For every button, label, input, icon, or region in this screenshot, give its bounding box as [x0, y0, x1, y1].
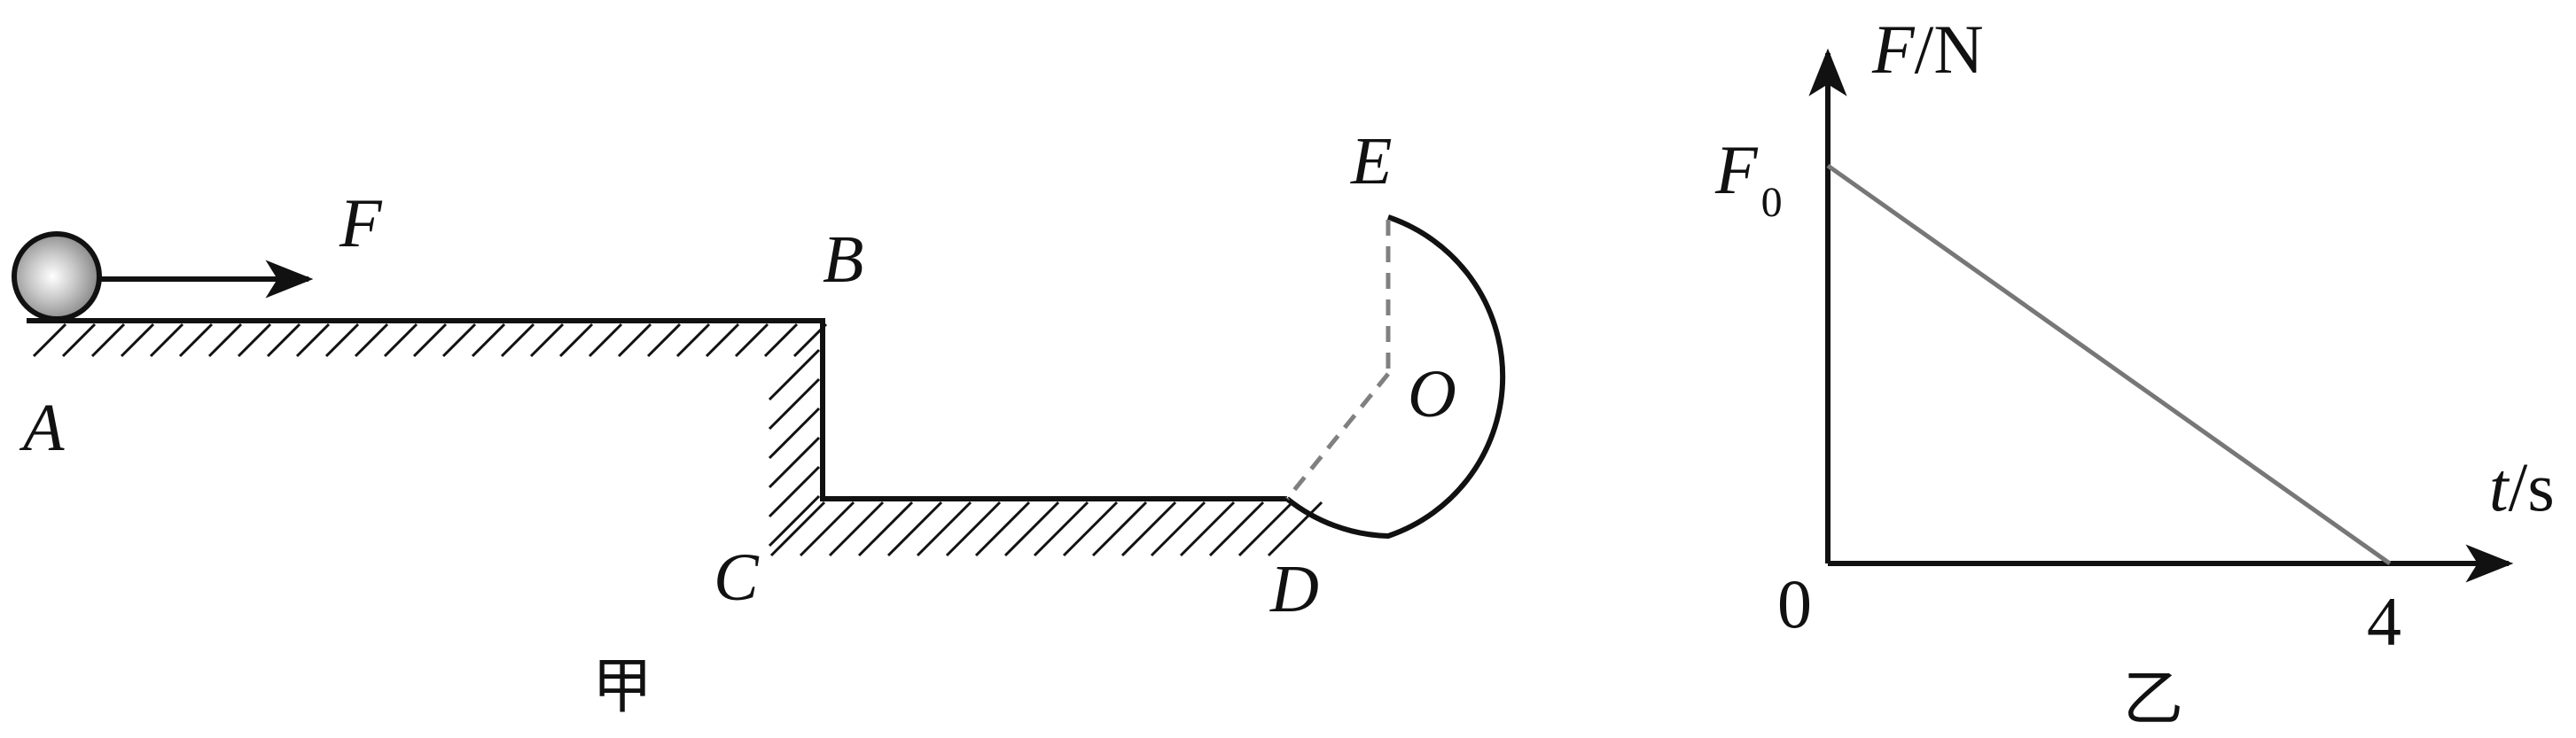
ball [12, 231, 102, 322]
hatch-stroke [558, 322, 594, 358]
hatch-stroke [1091, 501, 1148, 557]
circular-track-de [1285, 214, 1506, 540]
y-tick-f0: F0 [1714, 131, 1783, 226]
point-label-a: A [19, 391, 65, 465]
figure-jia: F A B C D E O 甲 [12, 124, 1506, 722]
hatch-stroke [266, 322, 301, 358]
hatch-stroke [1208, 501, 1265, 557]
wall-hatch-bc [768, 348, 821, 548]
hatch-stroke [354, 322, 389, 358]
hatch-stroke [768, 436, 821, 489]
point-label-e: E [1350, 124, 1392, 198]
hatch-stroke [207, 322, 243, 358]
hatch-stroke [675, 322, 711, 358]
hatch-stroke [763, 322, 799, 358]
hatch-stroke [149, 322, 184, 358]
hatch-stroke [441, 322, 477, 358]
hatch-stroke [1267, 501, 1323, 557]
hatch-stroke [769, 501, 826, 557]
track-abcd [27, 318, 1287, 501]
point-label-c: C [714, 540, 760, 615]
radius-od-dashed [1285, 372, 1390, 501]
point-label-d: D [1269, 552, 1319, 626]
hatch-stroke [61, 322, 97, 358]
y-axis-label: F/N [1871, 11, 1984, 88]
point-label-o: O [1408, 357, 1456, 431]
hatch-stroke [500, 322, 535, 358]
hatch-stroke [916, 501, 972, 557]
hatch-stroke [886, 501, 943, 557]
series-line-f-vs-t [1826, 163, 2392, 566]
origin-label: 0 [1777, 565, 1812, 642]
hatch-stroke [974, 501, 1031, 557]
hatch-stroke [705, 322, 740, 358]
hatch-stroke [1237, 501, 1294, 557]
hatch-stroke [768, 377, 821, 431]
hatch-stroke [120, 322, 155, 358]
hatch-stroke [588, 322, 623, 358]
hatch-stroke [799, 501, 855, 557]
hatch-stroke [828, 501, 885, 557]
hatch-stroke [529, 322, 565, 358]
point-label-b: B [823, 222, 863, 297]
hatch-stroke [945, 501, 1002, 557]
hatch-stroke [1179, 501, 1236, 557]
force-label: F [339, 184, 383, 261]
hatch-stroke [1062, 501, 1119, 557]
x-tick-4: 4 [2367, 583, 2401, 660]
hatch-stroke [1003, 501, 1060, 557]
hatch-stroke [646, 322, 682, 358]
hatch-stroke [90, 322, 126, 358]
hatch-stroke [1150, 501, 1206, 557]
caption-jia: 甲 [592, 652, 652, 722]
hatch-stroke [857, 501, 914, 557]
caption-yi: 乙 [2123, 664, 2183, 734]
hatch-stroke [768, 407, 821, 460]
hatch-stroke [471, 322, 506, 358]
ground-hatch-cd [769, 501, 1323, 557]
x-axis-label: t/s [2489, 448, 2555, 525]
hatch-stroke [734, 322, 769, 358]
hatch-stroke [768, 348, 821, 401]
hatch-stroke [1120, 501, 1177, 557]
ground-hatch-ab [32, 322, 828, 358]
hatch-stroke [768, 465, 821, 518]
hatch-stroke [617, 322, 652, 358]
hatch-stroke [1033, 501, 1089, 557]
hatch-stroke [178, 322, 214, 358]
hatch-stroke [383, 322, 418, 358]
hatch-stroke [324, 322, 360, 358]
hatch-stroke [295, 322, 331, 358]
hatch-stroke [237, 322, 272, 358]
hatch-stroke [768, 494, 821, 548]
figure-yi: F/N t/s F0 0 4 乙 [1714, 11, 2555, 734]
hatch-stroke [32, 322, 67, 358]
hatch-stroke [412, 322, 448, 358]
